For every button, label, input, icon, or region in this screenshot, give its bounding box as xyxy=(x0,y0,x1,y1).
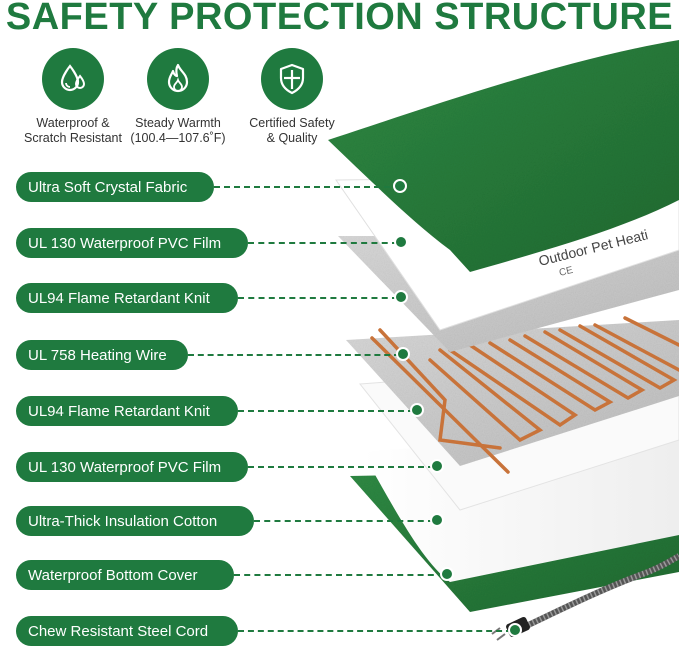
layer-label-pvc-film-1: UL 130 Waterproof PVC Film xyxy=(16,228,248,258)
layer-label-heating-wire: UL 758 Heating Wire xyxy=(16,340,188,370)
connector-line xyxy=(248,242,398,244)
shield-icon xyxy=(261,48,323,110)
feature-label: Waterproof & Scratch Resistant xyxy=(24,116,122,145)
feature-warmth: Steady Warmth (100.4—107.6˚F) xyxy=(103,48,253,146)
connector-line xyxy=(254,520,434,522)
connector-dot xyxy=(396,347,410,361)
feature-safety: Certified Safety & Quality xyxy=(217,48,367,146)
connector-line xyxy=(234,574,444,576)
connector-line xyxy=(188,354,400,356)
layer-label-flame-knit-2: UL94 Flame Retardant Knit xyxy=(16,396,238,426)
connector-line xyxy=(248,466,434,468)
connector-dot xyxy=(508,623,522,637)
layer-label-bottom-cover: Waterproof Bottom Cover xyxy=(16,560,234,590)
layer-label-steel-cord: Chew Resistant Steel Cord xyxy=(16,616,238,646)
feature-label: Certified Safety & Quality xyxy=(249,116,335,145)
connector-dot xyxy=(430,459,444,473)
connector-line xyxy=(238,410,414,412)
connector-dot xyxy=(394,290,408,304)
water-drop-icon xyxy=(42,48,104,110)
layer-label-insulation-cotton: Ultra-Thick Insulation Cotton xyxy=(16,506,254,536)
connector-dot xyxy=(440,567,454,581)
connector-line xyxy=(238,297,398,299)
feature-waterproof: Waterproof & Scratch Resistant xyxy=(0,48,148,146)
layer-label-crystal-fabric: Ultra Soft Crystal Fabric xyxy=(16,172,214,202)
page-title: SAFETY PROTECTION STRUCTURE xyxy=(5,0,674,38)
connector-dot xyxy=(393,179,407,193)
connector-line xyxy=(214,186,400,188)
connector-line xyxy=(238,630,512,632)
heating-wire-layer xyxy=(370,316,679,474)
flame-icon xyxy=(147,48,209,110)
connector-dot xyxy=(394,235,408,249)
layer-label-pvc-film-2: UL 130 Waterproof PVC Film xyxy=(16,452,248,482)
feature-label: Steady Warmth (100.4—107.6˚F) xyxy=(130,116,226,145)
connector-dot xyxy=(410,403,424,417)
layer-label-flame-knit-1: UL94 Flame Retardant Knit xyxy=(16,283,238,313)
product-mark: CE xyxy=(558,265,574,279)
top-fabric-layer xyxy=(328,40,679,272)
connector-dot xyxy=(430,513,444,527)
